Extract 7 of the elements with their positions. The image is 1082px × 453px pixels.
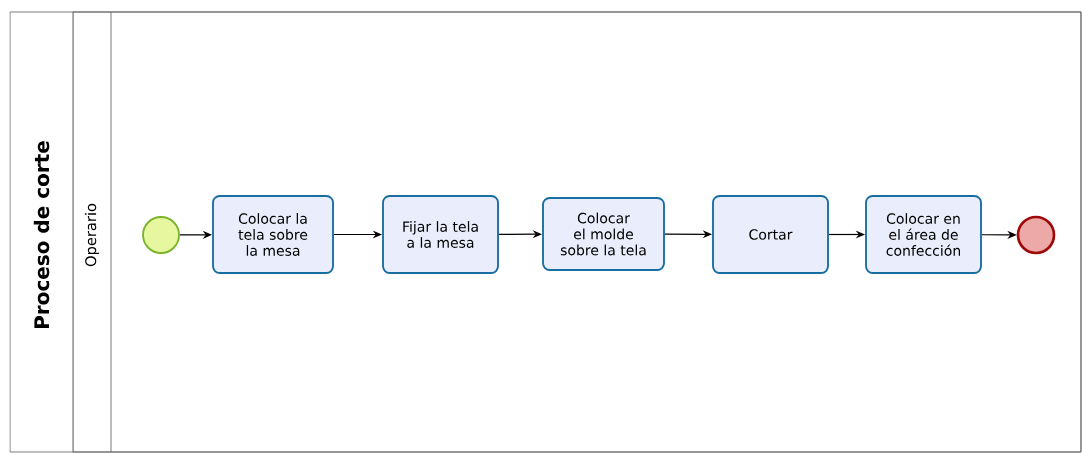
task-box: Colocar el molde sobre la tela [542, 197, 665, 271]
task-box: Colocar la tela sobre la mesa [212, 195, 334, 274]
end-event-circle [1016, 215, 1056, 255]
start-event-circle [142, 216, 180, 254]
task-box: Colocar en el área de confección [865, 195, 982, 274]
task-box: Fijar la tela a la mesa [382, 195, 499, 274]
task-box: Cortar [712, 195, 829, 274]
